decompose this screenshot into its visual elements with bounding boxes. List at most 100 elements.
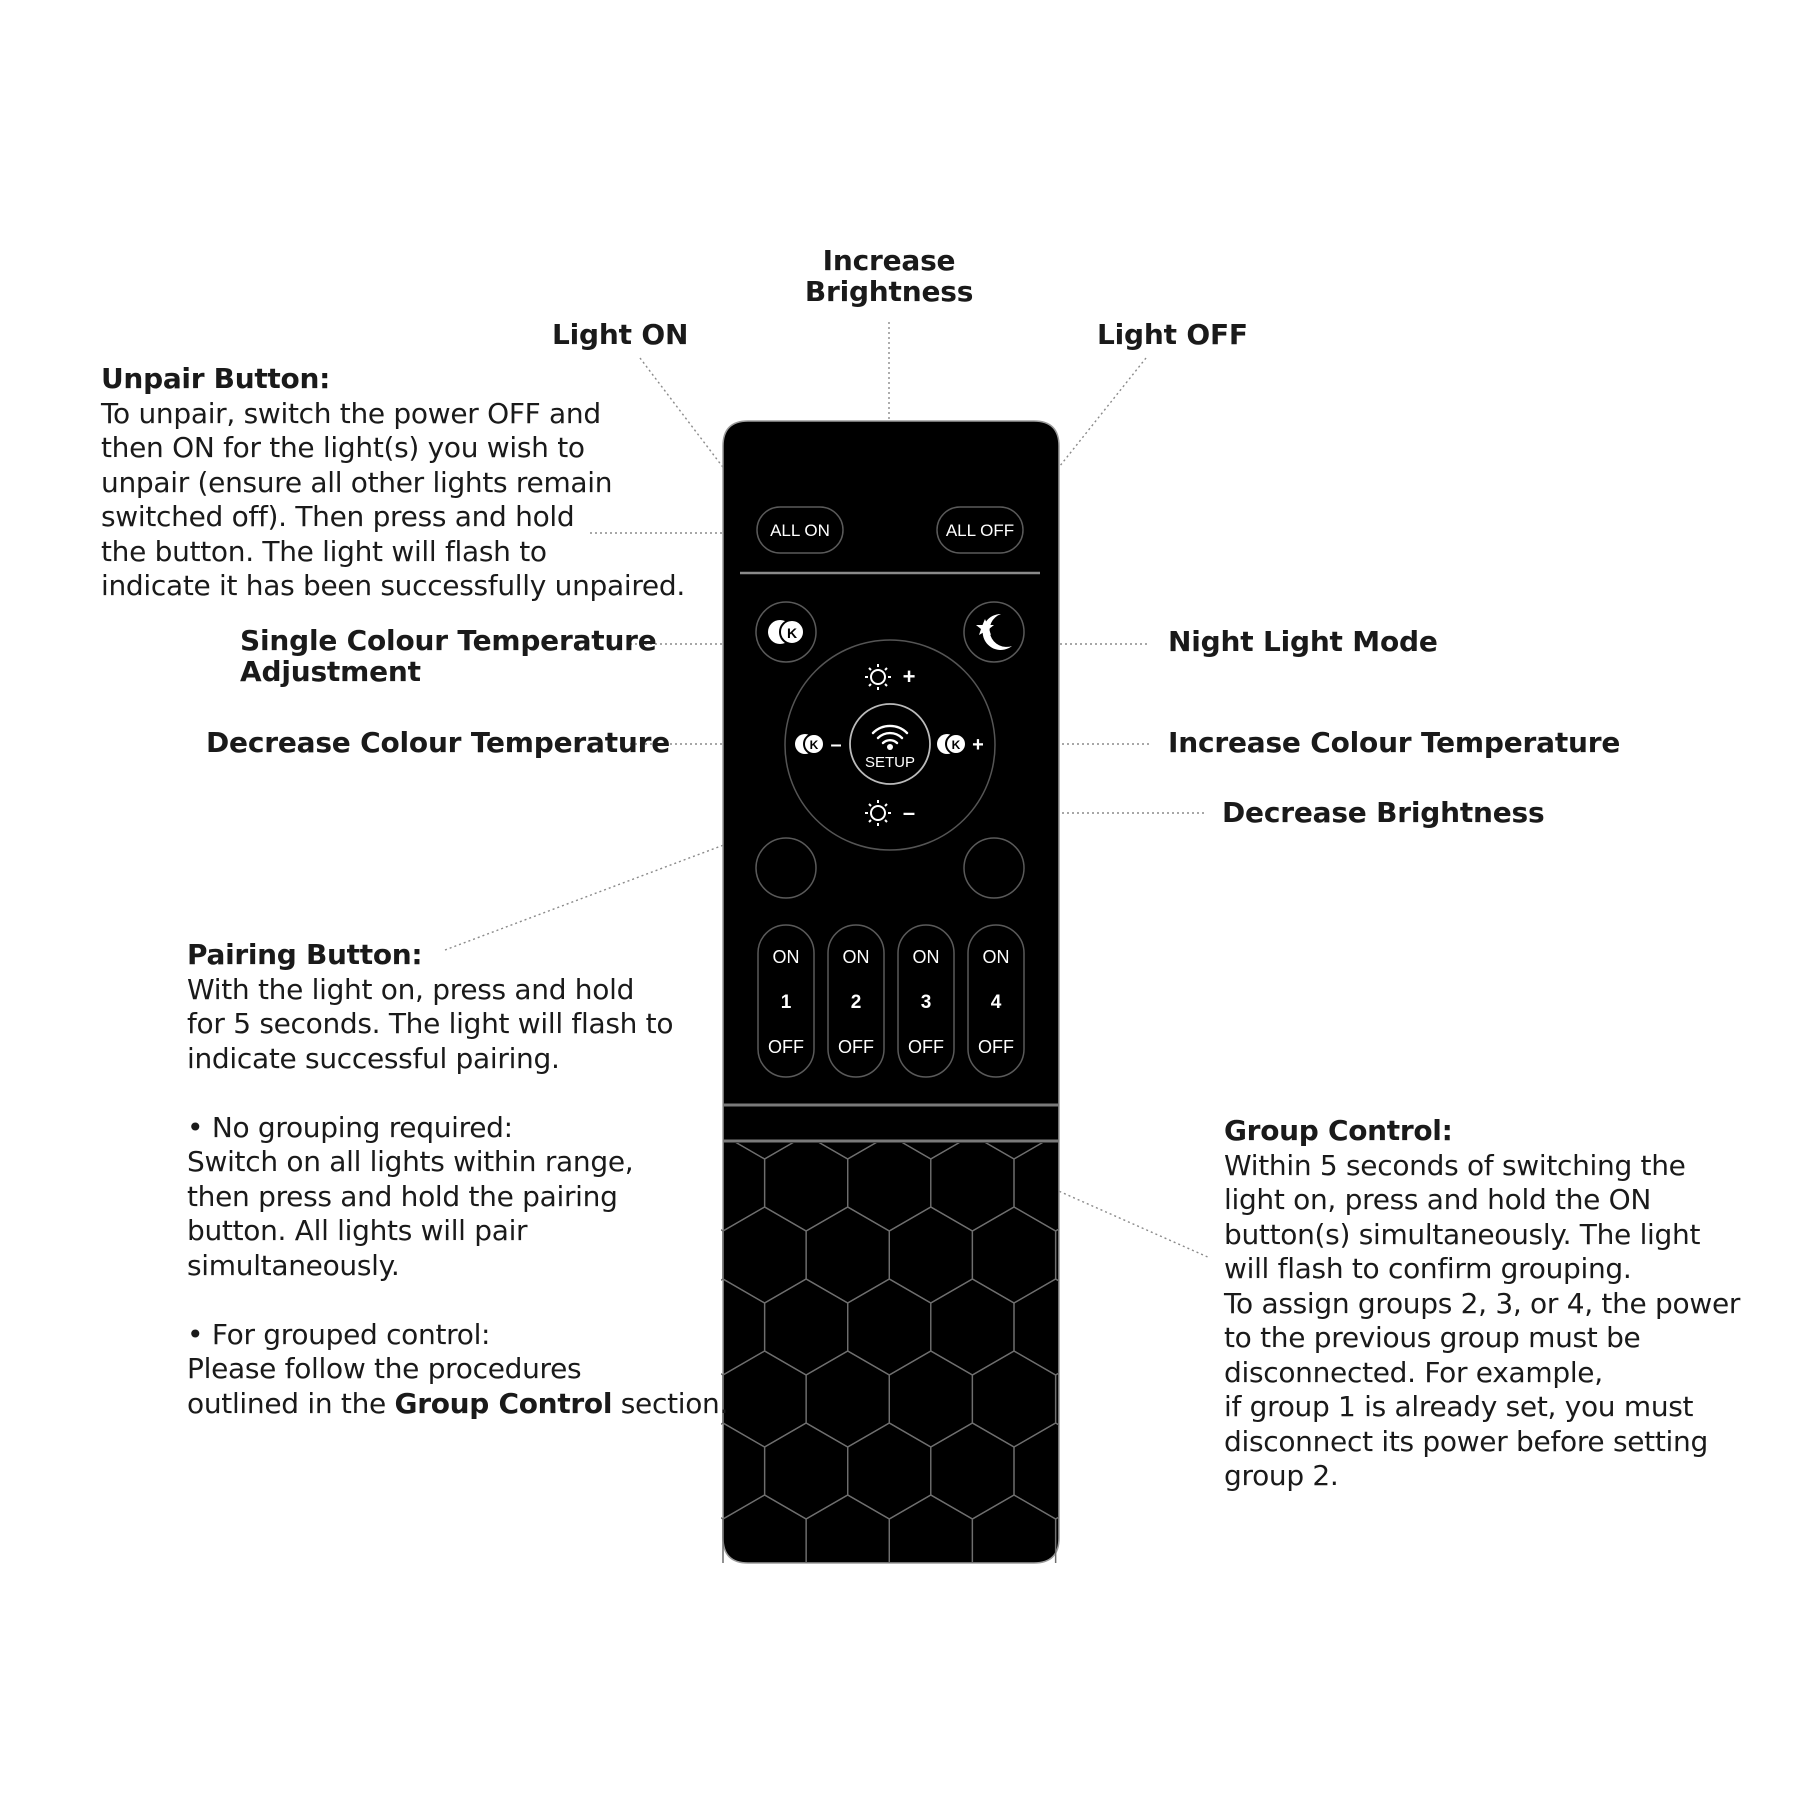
text-line: outlined in the Group Control section. <box>187 1387 728 1422</box>
hexagon-cell <box>1054 1228 1059 1282</box>
increase-brightness-button[interactable]: + <box>865 664 915 690</box>
group-control-title: Group Control: <box>1224 1114 1453 1147</box>
text-line: then ON for the light(s) you wish to <box>101 431 585 464</box>
text-line: simultaneously. <box>187 1248 400 1282</box>
svg-text:ALL OFF: ALL OFF <box>946 521 1014 540</box>
svg-text:–: – <box>903 800 915 825</box>
pairing-description: Pairing Button: With the light on, press… <box>187 938 728 1421</box>
text-span: section. <box>612 1386 729 1420</box>
hexagon-cell <box>1054 1372 1059 1426</box>
hexagon-cell <box>765 1567 848 1663</box>
svg-text:+: + <box>903 664 916 689</box>
group-button-2[interactable]: ON 2 OFF <box>827 924 885 1078</box>
hexagon-cell <box>723 1639 806 1735</box>
label-light-off: Light OFF <box>1097 318 1248 351</box>
text-line: indicate it has been successfully unpair… <box>101 569 685 602</box>
text-line: to the previous group must be <box>1224 1321 1641 1354</box>
svg-text:OFF: OFF <box>768 1037 804 1057</box>
hexagon-cell <box>1139 1351 1222 1447</box>
svg-text:–: – <box>830 734 841 756</box>
text-line: indicate successful pairing. <box>187 1041 560 1075</box>
star-icon <box>976 619 994 635</box>
svg-text:4: 4 <box>991 992 1002 1013</box>
all-off-button[interactable]: ALL OFF <box>936 506 1024 554</box>
hexagon-cell <box>1014 1567 1097 1663</box>
text-line: Within 5 seconds of switching the <box>1224 1148 1686 1182</box>
text-line: unpair (ensure all other lights remain <box>101 465 613 499</box>
group-button-1[interactable]: ON 1 OFF <box>757 924 815 1078</box>
leader-pairing <box>444 787 876 951</box>
kelvin-icon: K <box>952 738 961 752</box>
all-on-button[interactable]: ALL ON <box>756 506 844 554</box>
hexagon-cell <box>1054 1516 1059 1563</box>
text-line: To assign groups 2, 3, or 4, the power <box>1224 1286 1741 1320</box>
label-single-colour-temp: Single Colour Temperature Adjustment <box>240 625 657 687</box>
text-line: then press and hold the pairing <box>187 1179 618 1213</box>
hexagon-cell <box>1056 1063 1139 1159</box>
moon-icon <box>982 613 1012 650</box>
label-line: Single Colour Temperature <box>240 624 657 657</box>
sun-icon <box>865 664 891 690</box>
kelvin-icon: K <box>787 625 797 641</box>
blank-button-left[interactable] <box>755 837 817 899</box>
label-decrease-colour-temp: Decrease Colour Temperature <box>206 726 671 759</box>
svg-text:2: 2 <box>851 992 862 1013</box>
text-line: To unpair, switch the power OFF and <box>101 396 601 430</box>
svg-text:ON: ON <box>983 947 1010 967</box>
hexagon-cell <box>1097 1567 1180 1663</box>
text-line: the button. The light will flash to <box>101 534 547 568</box>
setup-pairing-button[interactable]: SETUP <box>849 703 931 785</box>
grouped-title: • For grouped control: <box>187 1317 491 1351</box>
svg-text:+: + <box>972 734 984 756</box>
single-colour-temp-button[interactable]: K <box>755 601 817 663</box>
hexagon-cell <box>681 1567 764 1663</box>
sun-icon <box>865 800 891 826</box>
text-line: button. All lights will pair <box>187 1214 528 1247</box>
hexagon-cell <box>1056 1639 1139 1735</box>
svg-text:OFF: OFF <box>838 1037 874 1057</box>
kelvin-icon: K <box>810 738 819 752</box>
unpair-title: Unpair Button: <box>101 362 330 395</box>
hexagon-cell <box>1139 1063 1222 1159</box>
pairing-title: Pairing Button: <box>187 938 423 971</box>
leader-light-off <box>1019 357 1147 517</box>
label-decrease-brightness: Decrease Brightness <box>1222 796 1545 829</box>
hexagon-cell <box>972 1639 1055 1735</box>
no-grouping-title: • No grouping required: <box>187 1110 513 1144</box>
hexagon-cell <box>1097 1279 1180 1375</box>
label-line: Increase <box>822 244 956 277</box>
night-light-button[interactable] <box>963 601 1025 663</box>
group-button-3[interactable]: ON 3 OFF <box>897 924 955 1078</box>
wifi-icon <box>871 724 909 745</box>
group-control-reference: Group Control <box>394 1386 613 1420</box>
svg-text:ALL ON: ALL ON <box>770 521 830 540</box>
hexagon-cell <box>931 1567 1014 1663</box>
hexagon-cell <box>598 1423 681 1519</box>
svg-text:OFF: OFF <box>908 1037 944 1057</box>
hexagon-cell <box>1097 1423 1180 1519</box>
hexagon-cell <box>806 1639 889 1735</box>
text-line: for 5 seconds. The light will flash to <box>187 1007 674 1040</box>
text-span: outlined in the <box>187 1386 395 1420</box>
hexagon-cell <box>598 1567 681 1663</box>
text-line: will flash to confirm grouping. <box>1224 1252 1632 1285</box>
text-line: if group 1 is already set, you must <box>1224 1390 1694 1423</box>
svg-text:ON: ON <box>913 947 940 967</box>
decrease-colour-temp-button[interactable]: K – <box>795 733 842 756</box>
blank-button-right[interactable] <box>963 837 1025 899</box>
decrease-brightness-button[interactable]: – <box>865 800 915 826</box>
hexagon-cell <box>889 1639 972 1735</box>
svg-text:ON: ON <box>773 947 800 967</box>
increase-colour-temp-button[interactable]: K + <box>937 733 984 756</box>
group-button-4[interactable]: ON 4 OFF <box>967 924 1025 1078</box>
label-line: Brightness <box>804 275 974 308</box>
text-line: button(s) simultaneously. The light <box>1224 1217 1701 1251</box>
label-light-on: Light ON <box>552 318 689 351</box>
text-line: switched off). Then press and hold <box>101 500 575 533</box>
hexagon-cell <box>1139 1495 1222 1591</box>
svg-text:1: 1 <box>781 992 792 1013</box>
hexagon-cell <box>1139 1207 1222 1303</box>
svg-text:3: 3 <box>921 992 932 1013</box>
text-line: Please follow the procedures <box>187 1352 582 1385</box>
